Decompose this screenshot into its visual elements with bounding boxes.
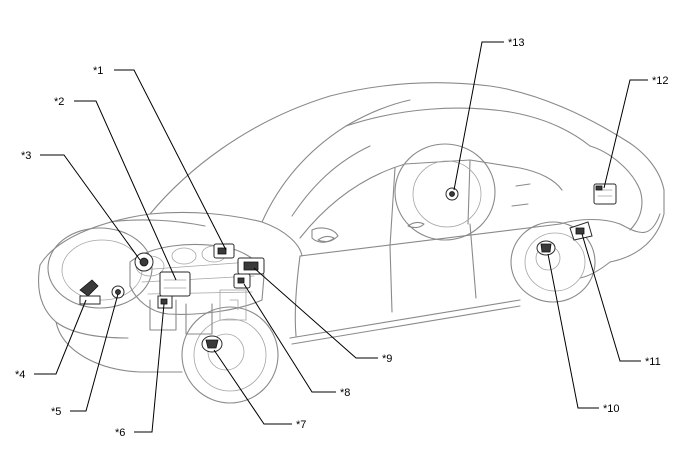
component-13-icon (445, 187, 459, 201)
rear-right-wheel (394, 143, 496, 241)
callout-3: *3 (21, 150, 31, 162)
callout-10: *10 (603, 403, 620, 415)
callout-11: *11 (645, 356, 661, 368)
component-10-icon (536, 240, 556, 256)
component-6-icon (157, 295, 173, 309)
callout-5: *5 (51, 406, 61, 418)
callout-13: *13 (508, 37, 525, 49)
callout-12: *12 (652, 75, 669, 87)
component-7-icon (201, 335, 223, 353)
front-left-wheel (181, 306, 279, 404)
component-8-icon (233, 273, 251, 289)
callout-6: *6 (115, 427, 125, 439)
callout-9: *9 (382, 353, 392, 365)
component-3-icon (134, 252, 154, 272)
callout-2: *2 (54, 96, 64, 108)
leader-lines (34, 41, 648, 433)
callout-labels: *1 *2 *3 *4 *5 *6 *7 *8 *9 *10 *11 *12 *… (15, 37, 669, 439)
car-body-outline (38, 82, 665, 373)
callout-7: *7 (296, 419, 306, 431)
callout-4: *4 (15, 369, 25, 381)
callout-8: *8 (340, 387, 350, 399)
component-12-icon (593, 183, 617, 205)
component-5-icon (111, 285, 125, 299)
component-9-icon (237, 257, 265, 275)
callout-1: *1 (93, 65, 103, 77)
component-1-icon (213, 243, 235, 259)
component-2-icon (159, 271, 191, 297)
component-11-icon (569, 221, 593, 241)
component-4-icon (79, 279, 101, 305)
